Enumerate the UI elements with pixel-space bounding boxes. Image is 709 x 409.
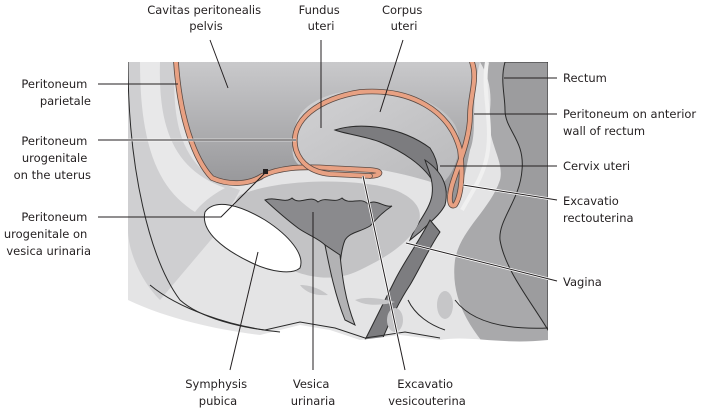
symphysis-pubica: [203, 204, 302, 273]
label-excavatio-rectouterina: Excavatio rectouterina: [563, 194, 634, 225]
vesica-urinaria-lumen: [264, 197, 393, 287]
leader-excav-recto: [462, 184, 558, 201]
label-cavitas-peritonealis: Cavitas peritonealis pelvis: [147, 3, 265, 33]
label-peritoneum-anterior-rectum: Peritoneum on anterior wall of rectum: [563, 107, 700, 138]
label-cervix-uteri: Cervix uteri: [563, 159, 630, 173]
leader-vagina: [405, 242, 558, 282]
label-excavatio-vesicouterina: Excavatio vesicouterina: [388, 377, 466, 408]
leader-corpus: [379, 39, 404, 113]
cervix: [408, 158, 447, 242]
leader-excav-vesico: [362, 175, 406, 371]
leader-cavitas: [209, 39, 229, 89]
leader-perit-vesica: [98, 171, 267, 218]
label-fundus-uteri: Fundus uteri: [299, 3, 344, 33]
leader-lines: [98, 39, 558, 371]
label-peritoneum-parietale: Peritoneum parietale: [21, 77, 91, 108]
label-corpus-uteri: Corpus uteri: [382, 3, 426, 33]
label-vesica-urinaria: Vesica urinaria: [291, 377, 336, 408]
leader-symphysis: [229, 251, 259, 371]
label-symphysis-pubica: Symphysis pubica: [185, 377, 251, 408]
label-vagina: Vagina: [563, 275, 602, 289]
label-rectum: Rectum: [563, 71, 607, 85]
label-peritoneum-urogenitale-vesica: Peritoneum urogenitale on vesica urinari…: [4, 210, 91, 258]
label-peritoneum-urogenitale-uterus: Peritoneum urogenitale on the uterus: [14, 134, 91, 182]
